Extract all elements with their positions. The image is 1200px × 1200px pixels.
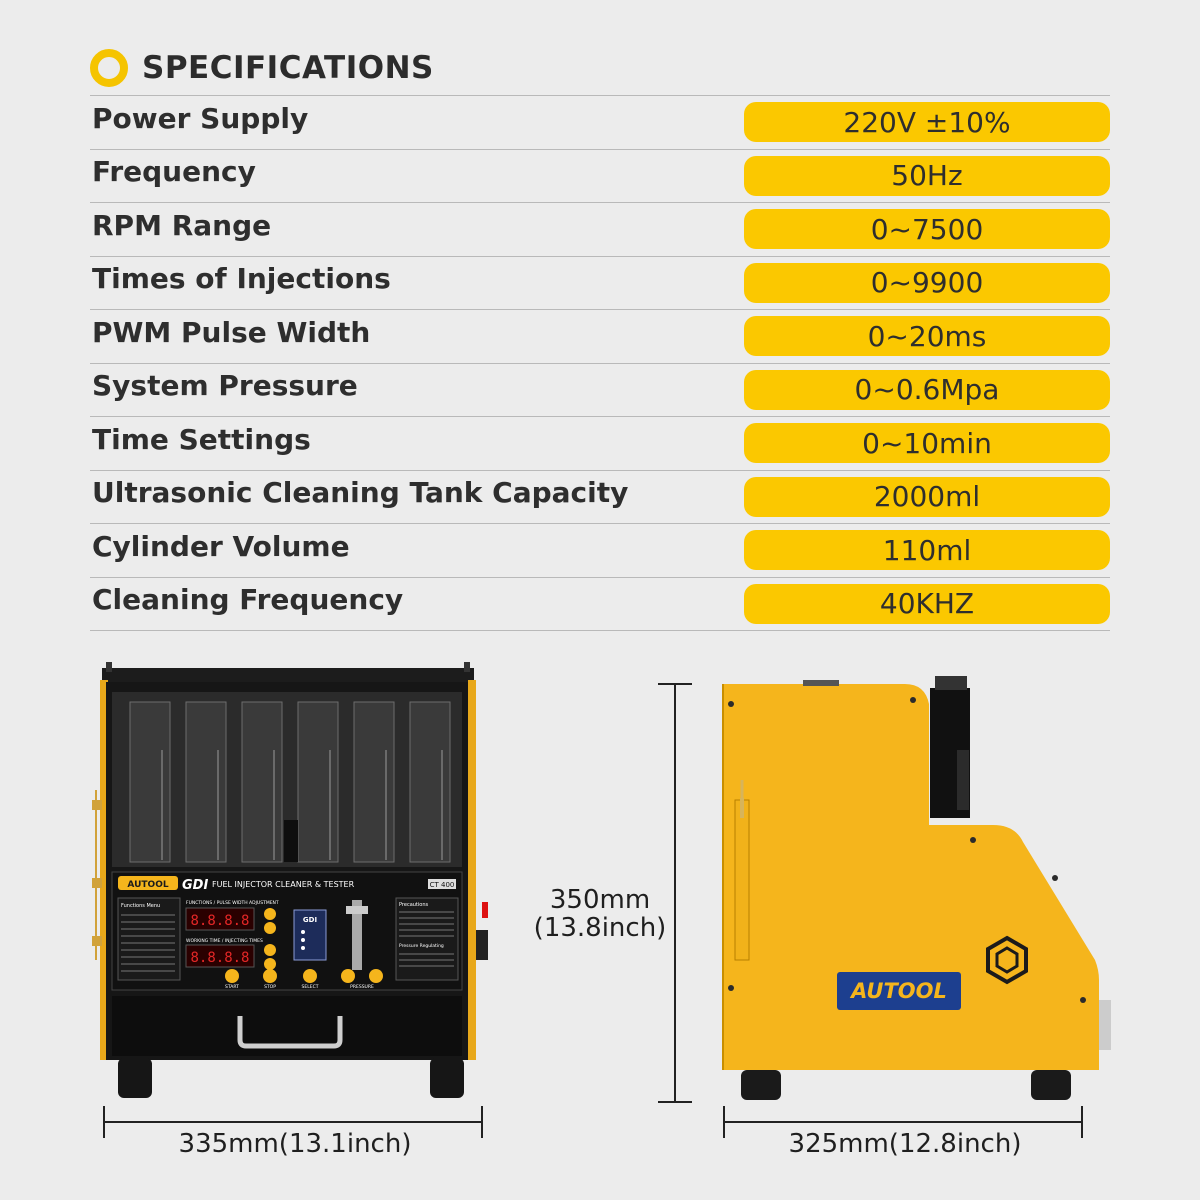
spec-value: 0~9900 [744,262,1110,303]
menu-title: Functions Menu [121,903,160,909]
hex-logo-icon [986,935,1028,985]
pressure-label: PRESSURE [350,984,374,990]
panel-badge: CT 400 [430,881,455,889]
side-width-dimension [723,1106,1083,1138]
start-label: START [225,984,239,990]
spec-row: Times of Injections 0~9900 [90,257,1110,310]
spec-value: 50Hz [744,155,1110,196]
section-title: SPECIFICATIONS [142,50,434,86]
display-2: 8.8.8.8 [190,950,249,966]
side-width-label: 325mm(12.8inch) [788,1129,1022,1159]
spec-label: RPM Range [92,208,272,242]
height-dimension [658,683,692,1103]
spec-row: System Pressure 0~0.6Mpa [90,364,1110,417]
panel-brand: AUTOOL [127,880,168,890]
pressure-title: Pressure Regulating [399,943,444,949]
spec-value: 0~20ms [744,316,1110,357]
section-header: SPECIFICATIONS [90,48,434,88]
spec-value: 0~7500 [744,209,1110,250]
device-side-view: AUTOOL [722,676,1111,1100]
spec-label: PWM Pulse Width [92,315,371,349]
stop-label: STOP [264,984,276,990]
display-1: 8.8.8.8 [190,913,249,929]
panel-title: FUEL INJECTOR CLEANER & TESTER [212,880,355,889]
device-front-view: AUTOOL GDI FUEL INJECTOR CLEANER & TESTE… [92,662,488,1098]
spec-value: 2000ml [744,476,1110,517]
spec-row: RPM Range 0~7500 [90,203,1110,257]
spec-label: Ultrasonic Cleaning Tank Capacity [92,476,629,510]
spec-value: 40KHZ [744,583,1110,624]
panel-model: GDI [182,878,208,893]
spec-value: 220V ±10% [744,102,1110,143]
spec-row: Cylinder Volume 110ml [90,524,1110,578]
func-title: FUNCTIONS / PULSE WIDTH ADJUSTMENT [186,900,279,906]
ring-bullet-icon [90,49,128,87]
front-width-dimension [103,1106,483,1138]
spec-row: Cleaning Frequency 40KHZ [90,578,1110,631]
spec-table: Power Supply 220V ±10% Frequency 50Hz RP… [90,95,1110,631]
spec-row: Ultrasonic Cleaning Tank Capacity 2000ml [90,471,1110,524]
spec-row: Frequency 50Hz [90,150,1110,203]
spec-label: Cleaning Frequency [92,583,404,617]
time-title: WORKING TIME / INJECTING TIMES [186,938,263,944]
precautions-title: Precautions [399,902,429,908]
gdi-box: GDI [303,916,317,924]
height-in: (13.8inch) [533,913,667,943]
spec-label: System Pressure [92,369,358,403]
spec-label: Frequency [92,155,256,189]
spec-label: Cylinder Volume [92,529,350,563]
front-width-label: 335mm(13.1inch) [178,1129,412,1159]
spec-label: Times of Injections [92,262,391,296]
side-brand: AUTOOL [849,979,947,1003]
spec-value: 0~0.6Mpa [744,369,1110,410]
spec-value: 110ml [744,530,1110,571]
height-mm: 350mm [549,885,651,915]
spec-label: Time Settings [92,422,311,456]
spec-row: Power Supply 220V ±10% [90,96,1110,150]
spec-value: 0~10min [744,423,1110,464]
select-label: SELECT [302,984,319,990]
height-label: 350mm (13.8inch) [520,886,680,942]
spec-row: Time Settings 0~10min [90,417,1110,471]
spec-row: PWM Pulse Width 0~20ms [90,310,1110,364]
spec-label: Power Supply [92,101,309,135]
